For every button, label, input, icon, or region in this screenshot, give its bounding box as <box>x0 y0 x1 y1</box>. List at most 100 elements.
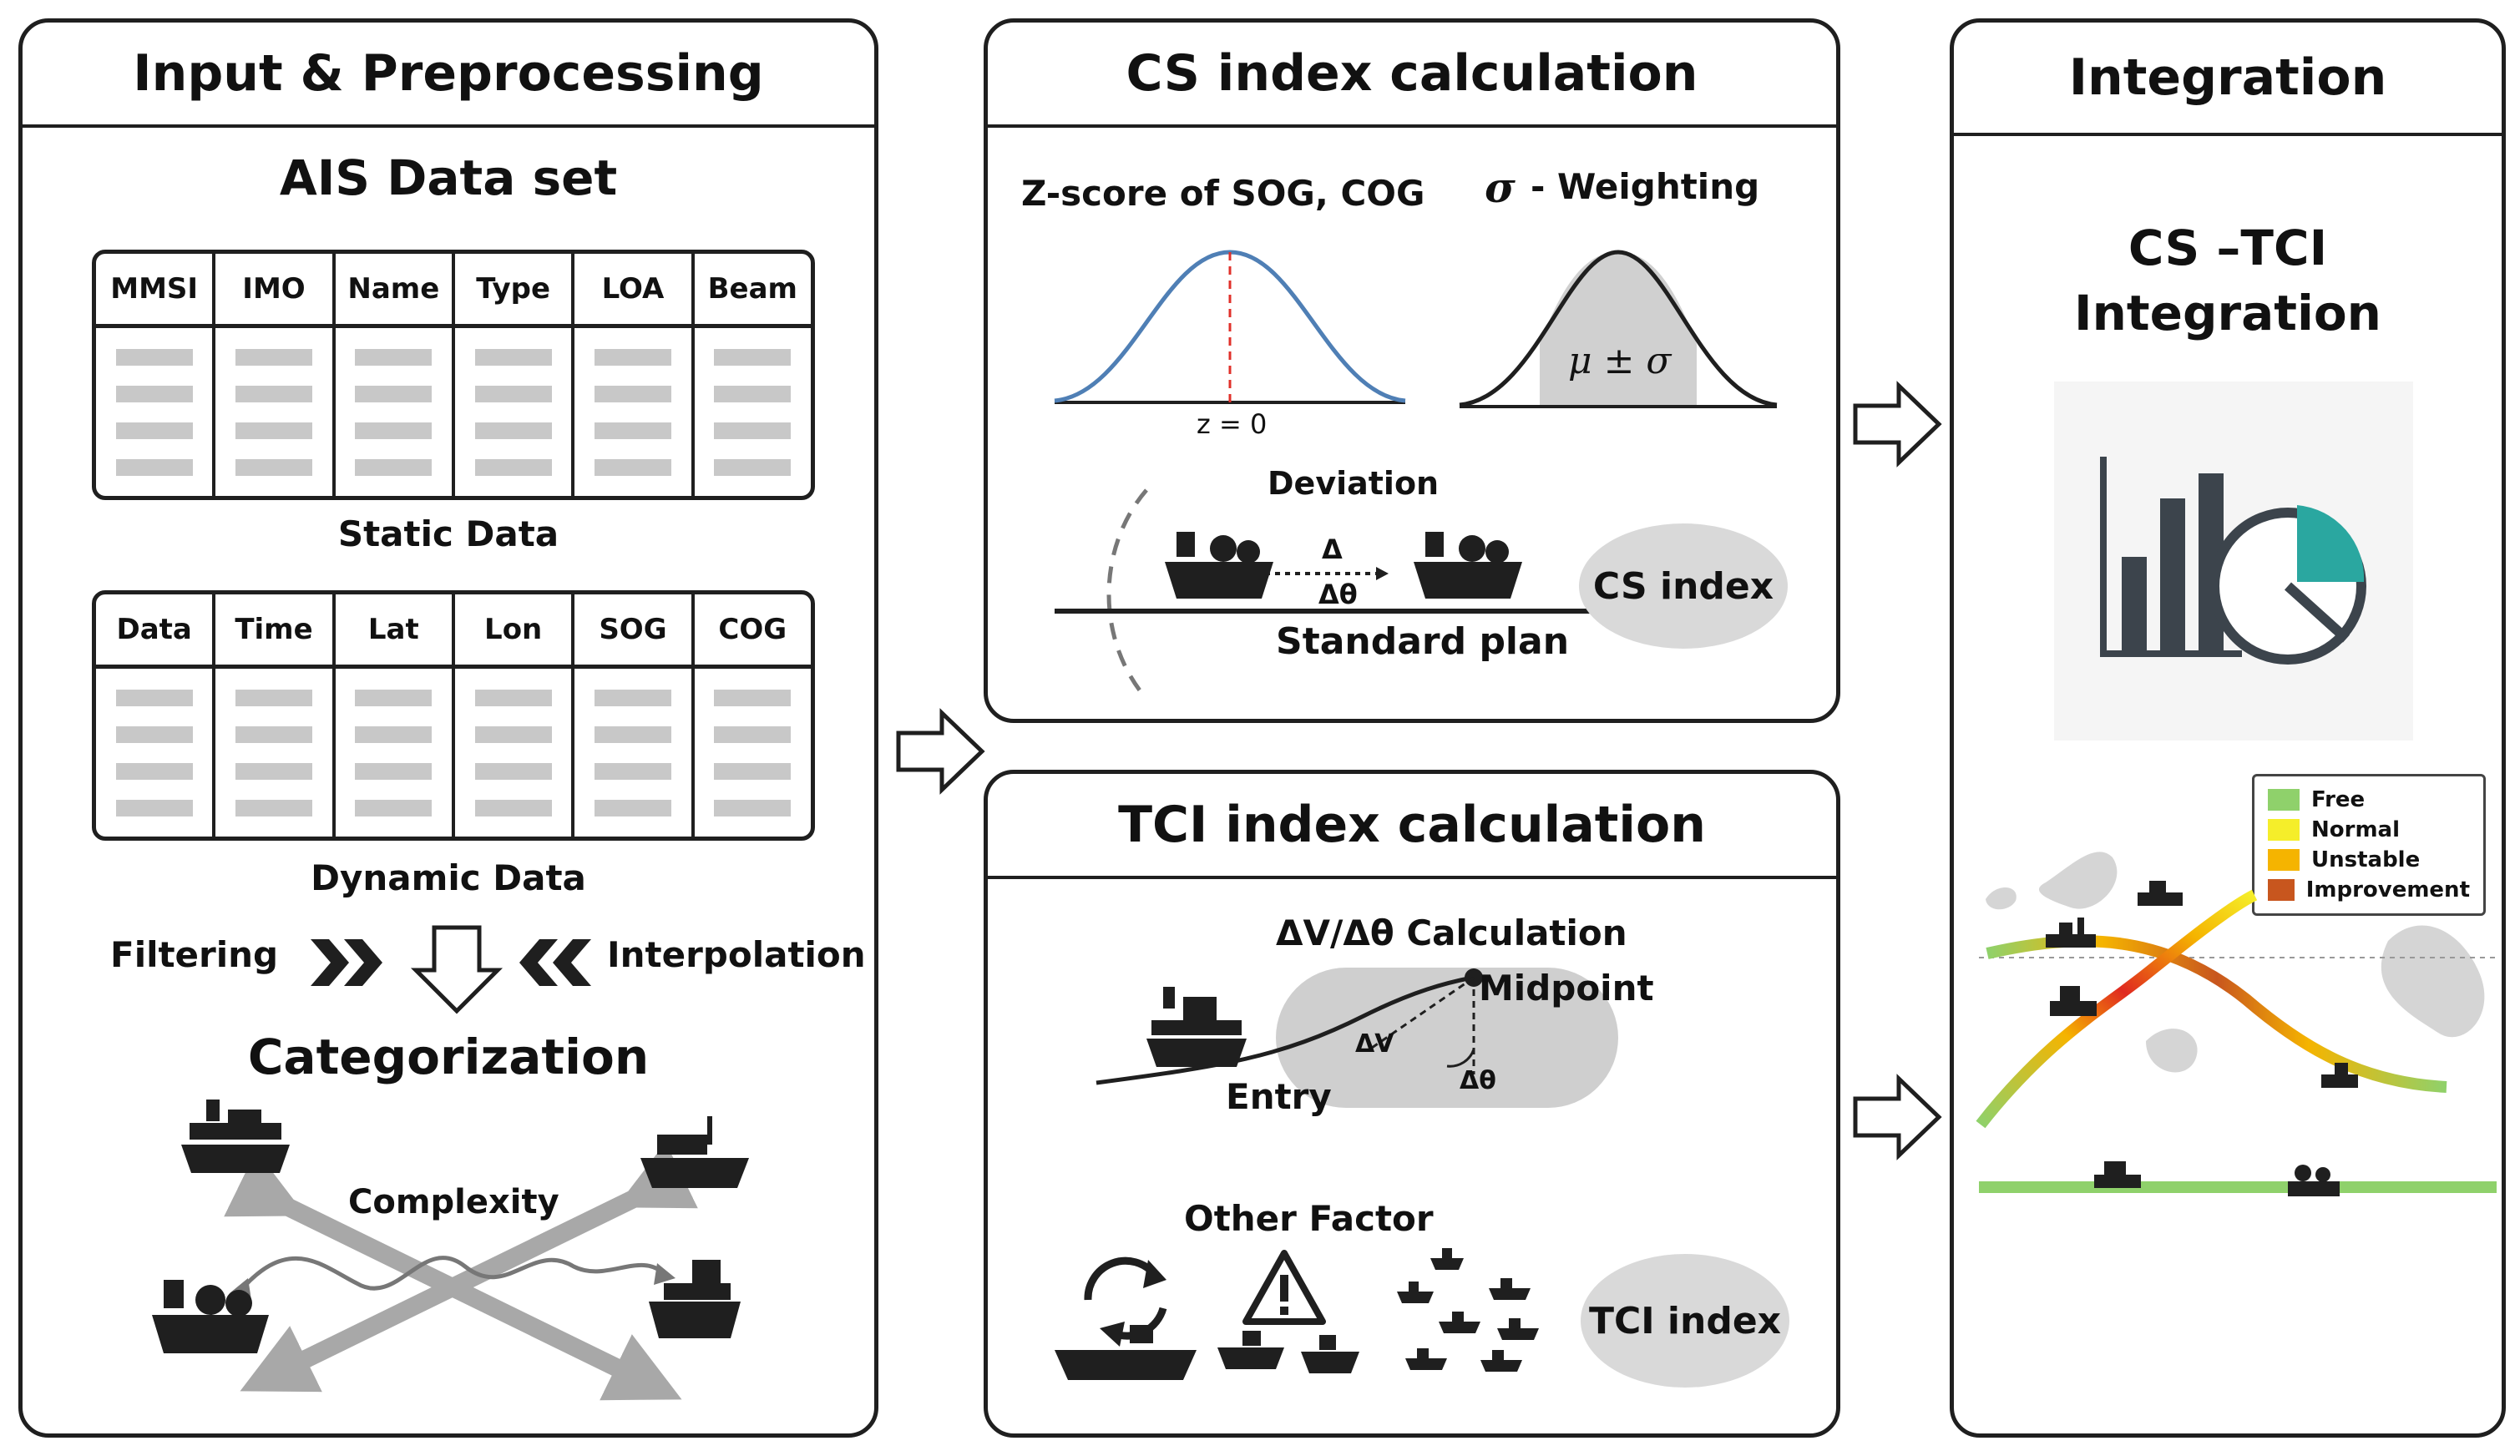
placeholder-row <box>594 422 671 439</box>
table-column <box>215 669 336 837</box>
table-column <box>215 328 336 496</box>
tci-index-panel: TCI index calculation ΔV/Δθ Calculation … <box>984 770 1840 1438</box>
placeholder-row <box>594 385 671 402</box>
placeholder-row <box>474 385 552 402</box>
placeholder-row <box>355 762 433 780</box>
legend-item: Improvement <box>2268 875 2470 905</box>
chart-icon <box>2100 457 2366 665</box>
placeholder-row <box>115 689 193 706</box>
integration-subtitle-2: Integration <box>2074 285 2381 341</box>
sigma-symbol: σ <box>1485 163 1516 212</box>
placeholder-row <box>235 762 312 780</box>
dv-dtheta-calc-label: ΔV/Δθ Calculation <box>1276 913 1627 953</box>
standard-plan-label: Standard plan <box>1276 620 1570 663</box>
placeholder-row <box>235 689 312 706</box>
table-header-cell: SOG <box>574 594 695 665</box>
legend-swatch <box>2268 849 2300 871</box>
dynamic-data-caption: Dynamic Data <box>311 857 586 898</box>
placeholder-row <box>714 458 792 476</box>
placeholder-row <box>355 385 433 402</box>
placeholder-row <box>355 799 433 816</box>
table-column <box>455 328 575 496</box>
warning-icon <box>1242 1250 1326 1325</box>
filtering-label: Filtering <box>110 934 279 975</box>
placeholder-row <box>474 799 552 816</box>
legend-swatch <box>2268 879 2295 901</box>
chevron-right-double-icon <box>311 939 382 986</box>
table-column <box>455 669 575 837</box>
cs-index-badge: CS index <box>1579 523 1788 649</box>
legend-item: Unstable <box>2268 845 2470 875</box>
placeholder-row <box>474 348 552 366</box>
table-header-cell: COG <box>718 613 787 646</box>
table-column <box>96 328 216 496</box>
legend-label: Free <box>2311 787 2366 812</box>
table-column <box>695 669 811 837</box>
complexity-label: Complexity <box>348 1183 559 1221</box>
integration-subtitle-1: CS –TCI <box>2128 220 2328 276</box>
placeholder-row <box>474 422 552 439</box>
placeholder-row <box>594 689 671 706</box>
delta-label: Δ <box>1322 533 1343 565</box>
legend-label: Improvement <box>2305 877 2470 902</box>
placeholder-row <box>355 725 433 743</box>
table-column <box>336 669 455 837</box>
dv-label: ΔV <box>1355 1029 1394 1059</box>
ship-traffic-cluster <box>1397 1248 1539 1372</box>
delta-theta-label: Δθ <box>1318 579 1358 610</box>
dataset-title: AIS Data set <box>279 149 618 206</box>
ship-icon <box>181 1100 290 1173</box>
table-column <box>336 328 455 496</box>
arrow-right-icon <box>1853 1074 1942 1160</box>
table-column <box>695 328 811 496</box>
placeholder-row <box>355 689 433 706</box>
zscore-label: Z-score of SOG, COG <box>1021 173 1425 214</box>
ship-icon <box>640 1116 749 1188</box>
panel-title-cs: CS index calculation <box>988 23 1836 128</box>
legend-label: Unstable <box>2311 847 2421 872</box>
panel-title-input: Input & Preprocessing <box>23 23 874 128</box>
placeholder-row <box>235 799 312 816</box>
entry-label: Entry <box>1226 1076 1332 1117</box>
placeholder-row <box>235 348 312 366</box>
placeholder-row <box>115 348 193 366</box>
ship-icon <box>152 1280 269 1353</box>
tci-trajectory <box>1096 968 1483 1085</box>
placeholder-row <box>714 725 792 743</box>
static-data-caption: Static Data <box>337 513 559 554</box>
traffic-map <box>1976 852 2497 1196</box>
z-zero-label: z = 0 <box>1197 408 1268 440</box>
table-header-cell: Name <box>336 254 455 324</box>
legend-swatch <box>2268 819 2300 841</box>
placeholder-row <box>235 725 312 743</box>
placeholder-row <box>115 458 193 476</box>
normal-curve <box>1054 250 1406 404</box>
midpoint-zone <box>1276 968 1618 1108</box>
table-header-cell: Type <box>455 254 575 324</box>
placeholder-row <box>235 422 312 439</box>
table-header-cell: Lon <box>455 594 575 665</box>
table-header-cell: IMO <box>215 254 336 324</box>
placeholder-row <box>474 725 552 743</box>
placeholder-row <box>594 762 671 780</box>
weighting-label: - Weighting <box>1531 166 1760 207</box>
placeholder-row <box>714 422 792 439</box>
weighted-curve <box>1459 250 1778 408</box>
placeholder-row <box>474 762 552 780</box>
arrow-down-icon <box>410 925 503 1014</box>
placeholder-row <box>474 458 552 476</box>
panel-title-integration: Integration <box>1954 23 2502 136</box>
legend-item: Free <box>2268 785 2470 815</box>
placeholder-row <box>115 422 193 439</box>
placeholder-row <box>115 799 193 816</box>
placeholder-row <box>355 348 433 366</box>
placeholder-row <box>714 348 792 366</box>
table-column <box>574 669 695 837</box>
placeholder-row <box>594 799 671 816</box>
placeholder-row <box>115 725 193 743</box>
ship-icon <box>1165 532 1273 599</box>
